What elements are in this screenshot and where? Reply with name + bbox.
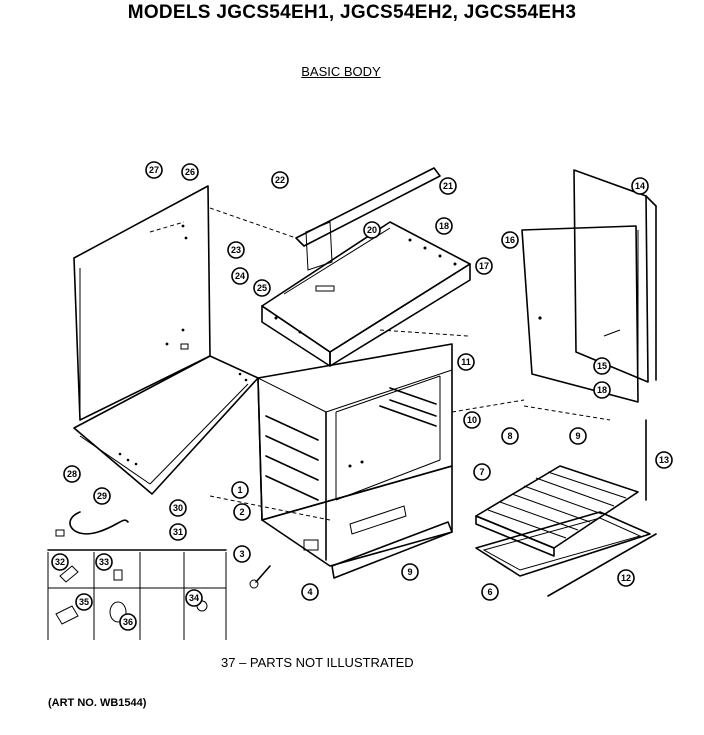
callout-10: 10 <box>463 411 481 429</box>
svg-text:31: 31 <box>173 527 183 537</box>
callout-16: 16 <box>501 231 519 249</box>
svg-text:12: 12 <box>621 573 631 583</box>
top-bracket <box>295 167 441 271</box>
svg-text:3: 3 <box>239 549 244 559</box>
callout-7: 7 <box>473 463 491 481</box>
callout-9b: 9 <box>401 563 419 581</box>
right-side-panel <box>521 225 639 403</box>
callout-2: 2 <box>233 503 251 521</box>
leader-lines <box>149 207 611 521</box>
svg-text:24: 24 <box>235 271 245 281</box>
svg-text:30: 30 <box>173 503 183 513</box>
callout-11: 11 <box>457 353 475 371</box>
callout-markers: 27 26 22 21 18 20 23 24 25 17 16 14 11 1… <box>51 161 673 631</box>
svg-text:34: 34 <box>189 593 199 603</box>
svg-text:10: 10 <box>467 415 477 425</box>
callout-3: 3 <box>233 545 251 563</box>
svg-text:35: 35 <box>79 597 89 607</box>
small-parts-inset <box>47 549 227 640</box>
svg-text:23: 23 <box>231 245 241 255</box>
bottom-plate <box>73 355 259 495</box>
callout-34: 34 <box>185 589 203 607</box>
svg-text:28: 28 <box>67 469 77 479</box>
callout-15: 15 <box>593 357 611 375</box>
burner-box <box>261 221 471 367</box>
callout-21a: 21 <box>439 177 457 195</box>
broiler-pan <box>475 511 651 577</box>
svg-text:17: 17 <box>479 261 489 271</box>
callout-22: 22 <box>271 171 289 189</box>
svg-text:7: 7 <box>479 467 484 477</box>
page-title: MODELS JGCS54EH1, JGCS54EH2, JGCS54EH3 <box>127 2 577 23</box>
svg-text:15: 15 <box>597 361 607 371</box>
svg-text:25: 25 <box>257 283 267 293</box>
main-body-frame <box>257 343 453 567</box>
callout-17: 17 <box>475 257 493 275</box>
callout-4: 4 <box>301 583 319 601</box>
callout-12: 12 <box>617 569 635 587</box>
callout-28: 28 <box>63 465 81 483</box>
callout-6: 6 <box>481 583 499 601</box>
svg-text:11: 11 <box>461 357 471 367</box>
svg-text:18: 18 <box>597 385 607 395</box>
svg-text:2: 2 <box>239 507 244 517</box>
svg-text:29: 29 <box>97 491 107 501</box>
svg-text:8: 8 <box>507 431 512 441</box>
rear-panel <box>573 169 657 383</box>
callout-33: 33 <box>95 553 113 571</box>
callout-18b: 18 <box>593 381 611 399</box>
svg-text:20: 20 <box>367 225 377 235</box>
svg-text:9: 9 <box>575 431 580 441</box>
callout-20: 20 <box>363 221 381 239</box>
svg-text:13: 13 <box>659 455 669 465</box>
svg-text:22: 22 <box>275 175 285 185</box>
callout-36: 36 <box>119 613 137 631</box>
left-side-panel <box>73 185 211 421</box>
svg-text:14: 14 <box>635 181 645 191</box>
svg-text:16: 16 <box>505 235 515 245</box>
callout-32: 32 <box>51 553 69 571</box>
svg-text:33: 33 <box>99 557 109 567</box>
lower-panel <box>331 505 453 579</box>
callout-24: 24 <box>231 267 249 285</box>
oven-rack <box>475 465 639 557</box>
callout-23: 23 <box>227 241 245 259</box>
callout-25: 25 <box>253 279 271 297</box>
callout-13: 13 <box>655 451 673 469</box>
svg-text:18: 18 <box>439 221 449 231</box>
trim-strip <box>547 533 657 597</box>
callout-8: 8 <box>501 427 519 445</box>
callout-26: 26 <box>181 163 199 181</box>
section-title: BASIC BODY <box>301 64 381 79</box>
callout-30: 30 <box>169 499 187 517</box>
power-cord <box>69 511 129 535</box>
callout-35: 35 <box>75 593 93 611</box>
svg-text:6: 6 <box>487 587 492 597</box>
svg-text:21: 21 <box>443 181 453 191</box>
art-number: (ART NO. WB1544) <box>48 697 147 709</box>
screw <box>249 565 271 589</box>
svg-text:36: 36 <box>123 617 133 627</box>
callout-1: 1 <box>231 481 249 499</box>
svg-text:9: 9 <box>407 567 412 577</box>
svg-text:32: 32 <box>55 557 65 567</box>
callout-29: 29 <box>93 487 111 505</box>
callout-27: 27 <box>145 161 163 179</box>
svg-text:27: 27 <box>149 165 159 175</box>
parts-not-illustrated-note: 37 – PARTS NOT ILLUSTRATED <box>221 655 414 670</box>
callout-14: 14 <box>631 177 649 195</box>
svg-text:26: 26 <box>185 167 195 177</box>
svg-text:4: 4 <box>307 587 312 597</box>
callout-9: 9 <box>569 427 587 445</box>
callout-31: 31 <box>169 523 187 541</box>
callout-18a: 18 <box>435 217 453 235</box>
svg-text:1: 1 <box>237 485 242 495</box>
